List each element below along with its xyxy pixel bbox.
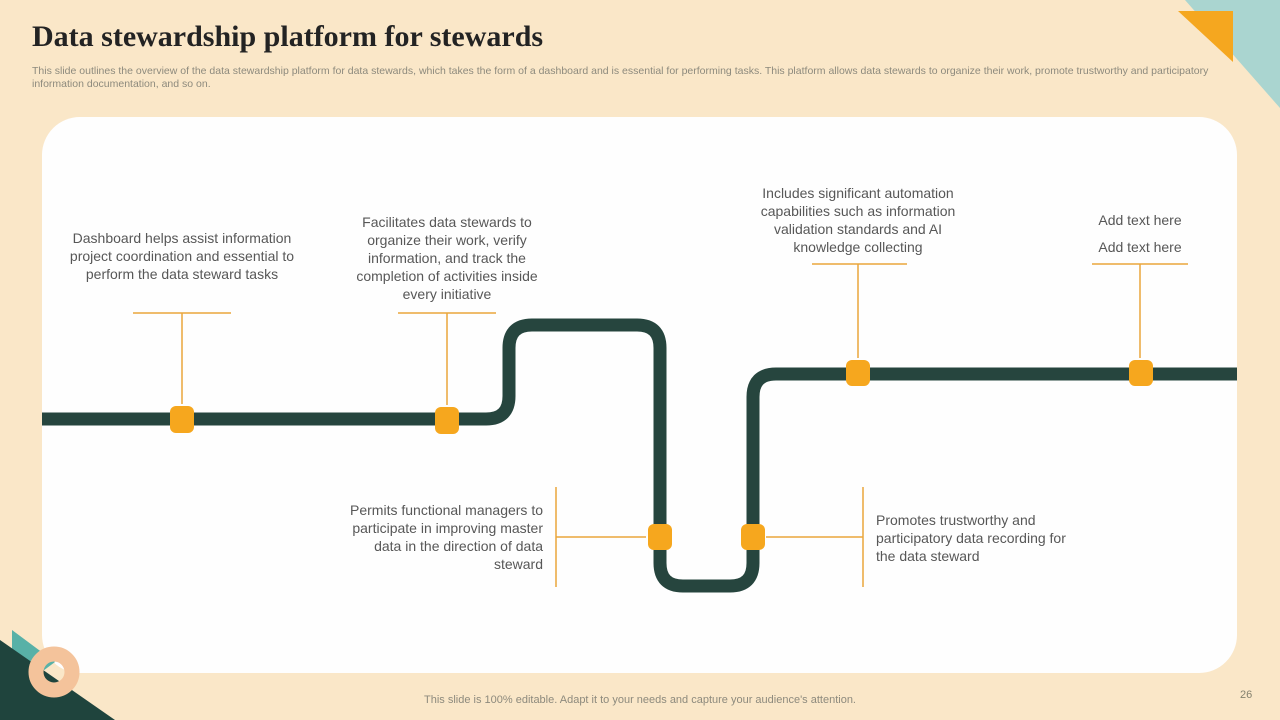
roadmap-label-1: Dashboard helps assist information proje…	[69, 230, 295, 282]
connector-line-2	[398, 312, 496, 405]
page-number: 26	[1240, 689, 1253, 701]
milestone-marker-2	[435, 407, 459, 434]
content-card	[42, 117, 1237, 673]
roadmap-label-3: Includes significant automation capabili…	[760, 185, 956, 255]
roadmap-label-6: Promotes trustworthy and participatory d…	[876, 512, 1066, 564]
add-text-line-1: Add text here	[1098, 212, 1182, 228]
footer-note: This slide is 100% editable. Adapt it to…	[424, 694, 856, 706]
slide-subtitle: This slide outlines the overview of the …	[32, 65, 1209, 90]
roadmap-label-2: Facilitates data stewards to organize th…	[356, 214, 538, 302]
milestone-marker-6	[1129, 360, 1153, 386]
connector-line-5	[555, 487, 646, 587]
road-path	[42, 318, 1237, 593]
milestone-marker-4	[741, 524, 765, 550]
milestone-marker-3	[648, 524, 672, 550]
roadmap-label-5: Permits functional managers to participa…	[350, 502, 543, 572]
connector-line-4	[1092, 263, 1188, 358]
connector-line-6	[766, 487, 864, 587]
connector-line-1	[133, 312, 231, 404]
roadmap-label-4: Add text here Add text here	[1065, 207, 1215, 261]
milestone-marker-5	[846, 360, 870, 386]
connector-line-3	[812, 263, 907, 358]
page-title: Data stewardship platform for stewards	[32, 20, 544, 53]
add-text-line-2: Add text here	[1098, 239, 1182, 255]
milestone-marker-1	[170, 406, 194, 433]
